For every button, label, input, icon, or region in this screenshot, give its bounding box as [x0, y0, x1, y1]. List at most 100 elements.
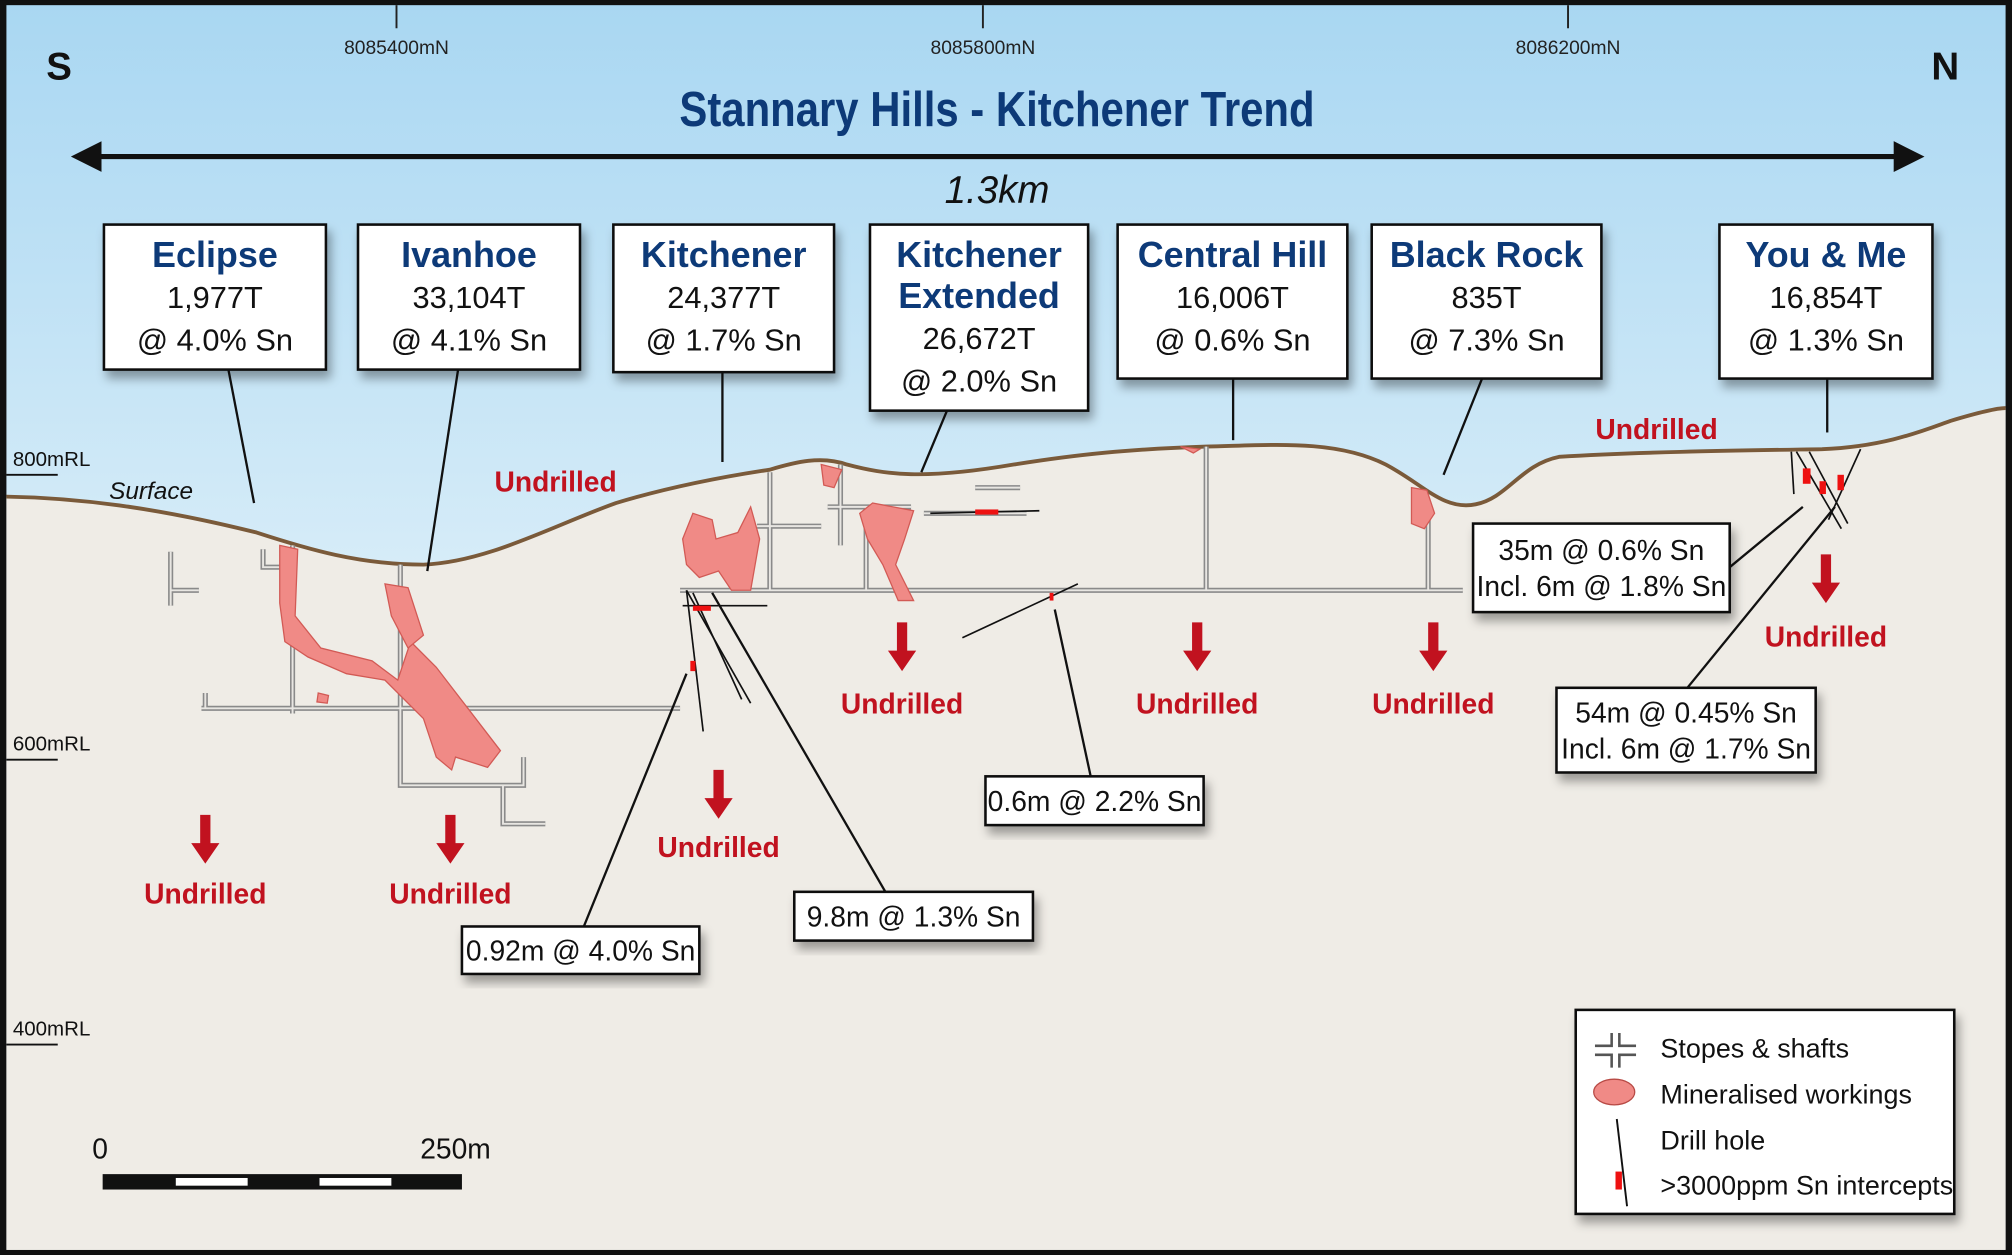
intercept-box-frame — [1471, 522, 1731, 614]
intercept-box: 54m @ 0.45% Sn Incl. 6m @ 1.7% Sn — [1555, 686, 1817, 774]
deposit-grade: @ 4.0% Sn — [137, 322, 293, 357]
deposit-box-frame — [612, 223, 836, 374]
scale-start: 0 — [92, 1133, 108, 1165]
direction-north: N — [1931, 46, 1959, 89]
legend-item: Drill hole — [1660, 1126, 1765, 1156]
deposit-name: Extended — [898, 275, 1060, 316]
undrilled-marker: Undrilled — [841, 622, 963, 719]
rl-label: 400mRL — [13, 1018, 91, 1041]
deposit-tonnage: 1,977T — [167, 280, 263, 315]
stopes-shafts-icon — [1594, 1032, 1637, 1068]
intercept-text: 0.6m @ 2.2% Sn — [988, 785, 1202, 817]
deposit-grade: @ 0.6% Sn — [1154, 322, 1310, 357]
undrilled-marker: Undrilled — [657, 769, 780, 863]
deposit-tonnage: 16,854T — [1769, 280, 1882, 315]
intercept-box-frame — [984, 775, 1205, 827]
deposit-tonnage: 33,104T — [413, 280, 526, 315]
undrilled-label: Undrilled — [1595, 413, 1717, 445]
intercept-box-frame — [792, 890, 1035, 942]
intercept-box: 9.8m @ 1.3% Sn — [792, 890, 1035, 942]
deposit-box-frame — [1370, 223, 1603, 380]
deposit-grade: @ 2.0% Sn — [901, 363, 1057, 398]
deposit-box: Eclipse 1,977T @ 4.0% Sn — [102, 223, 328, 371]
northing-label: 8086200mN — [1516, 38, 1621, 59]
deposit-name: Eclipse — [152, 234, 278, 275]
northing-label: 8085400mN — [344, 38, 449, 59]
deposit-grade: @ 1.3% Sn — [1748, 322, 1904, 357]
down-arrow-icon — [1183, 622, 1212, 672]
down-arrow-icon — [191, 814, 220, 864]
sn-intercepts — [690, 468, 1844, 672]
surface-label: Surface — [109, 478, 193, 505]
deposit-box-frame — [102, 223, 328, 371]
legend-item: Stopes & shafts — [1660, 1033, 1849, 1063]
deposit-name: Kitchener — [641, 234, 807, 275]
down-arrow-icon — [1811, 554, 1841, 604]
mineralised-workings — [279, 445, 1436, 772]
intercept-box-frame — [460, 925, 701, 976]
intercept-text: Incl. 6m @ 1.7% Sn — [1561, 732, 1811, 764]
deposit-box: Kitchener 24,377T @ 1.7% Sn — [612, 223, 836, 374]
page-title: Stannary Hills - Kitchener Trend — [679, 83, 1314, 137]
undrilled-marker: Undrilled — [389, 814, 512, 909]
intercept-box-frame — [1555, 686, 1817, 774]
northing-label: 8085800mN — [931, 38, 1036, 59]
undrilled-marker: Undrilled — [1765, 554, 1887, 653]
intercept-text: 35m @ 0.6% Sn — [1498, 534, 1704, 566]
deposit-tonnage: 16,006T — [1176, 280, 1289, 315]
down-arrow-icon — [1419, 622, 1448, 672]
undrilled-label: Undrilled — [1372, 687, 1494, 719]
deposit-box: You & Me 16,854T @ 1.3% Sn — [1718, 223, 1934, 380]
deposit-tonnage: 26,672T — [923, 321, 1036, 356]
scale-bar: 0 250m — [92, 1133, 491, 1190]
undrilled-label: Undrilled — [1765, 621, 1887, 653]
deposit-box-frame — [1116, 223, 1349, 380]
ground — [6, 408, 2006, 1250]
deposit-box: Central Hill 16,006T @ 0.6% Sn — [1116, 223, 1349, 380]
down-arrow-icon — [887, 622, 917, 672]
deposit-name: Kitchener — [896, 234, 1062, 275]
undrilled-marker: Undrilled — [494, 465, 616, 497]
rl-ticks — [6, 473, 58, 1046]
undrilled-label: Undrilled — [841, 687, 963, 719]
deposit-box-frame — [868, 223, 1090, 412]
leader-lines — [227, 369, 1836, 927]
undrilled-marker: Undrilled — [1372, 622, 1494, 719]
undrilled-marker: Undrilled — [1595, 413, 1717, 445]
undrilled-label: Undrilled — [657, 831, 779, 863]
legend: Stopes & shafts Mineralised workings Dri… — [1574, 1008, 1956, 1216]
deposit-grade: @ 1.7% Sn — [646, 322, 802, 357]
deposit-box-frame — [1718, 223, 1934, 380]
surface-line — [6, 406, 2006, 567]
down-arrow-icon — [704, 769, 733, 819]
undrilled-marker: Undrilled — [1136, 622, 1258, 719]
intercept-text: 54m @ 0.45% Sn — [1575, 696, 1797, 728]
rl-label: 800mRL — [13, 448, 91, 471]
deposit-name: You & Me — [1745, 234, 1906, 275]
deposit-tonnage: 835T — [1451, 280, 1521, 315]
undrilled-label: Undrilled — [144, 877, 266, 909]
deposit-grade: @ 4.1% Sn — [391, 322, 547, 357]
mineralised-workings-icon — [1593, 1078, 1636, 1106]
deposit-box-frame — [356, 223, 582, 371]
undrilled-label: Undrilled — [494, 465, 616, 497]
legend-item: Mineralised workings — [1660, 1080, 1912, 1110]
down-arrow-icon — [436, 814, 465, 864]
northing-ticks — [395, 5, 1569, 29]
sn-intercept-icon — [1615, 1171, 1622, 1190]
deposit-name: Central Hill — [1138, 234, 1328, 275]
undrilled-label: Undrilled — [389, 877, 511, 909]
deposit-tonnage: 24,377T — [667, 280, 780, 315]
deposit-name: Black Rock — [1390, 234, 1584, 275]
intercept-box: 0.92m @ 4.0% Sn — [460, 925, 701, 976]
undrilled-label: Undrilled — [1136, 687, 1258, 719]
stopes-and-shafts — [168, 446, 1463, 827]
intercept-text: 0.92m @ 4.0% Sn — [466, 934, 695, 966]
